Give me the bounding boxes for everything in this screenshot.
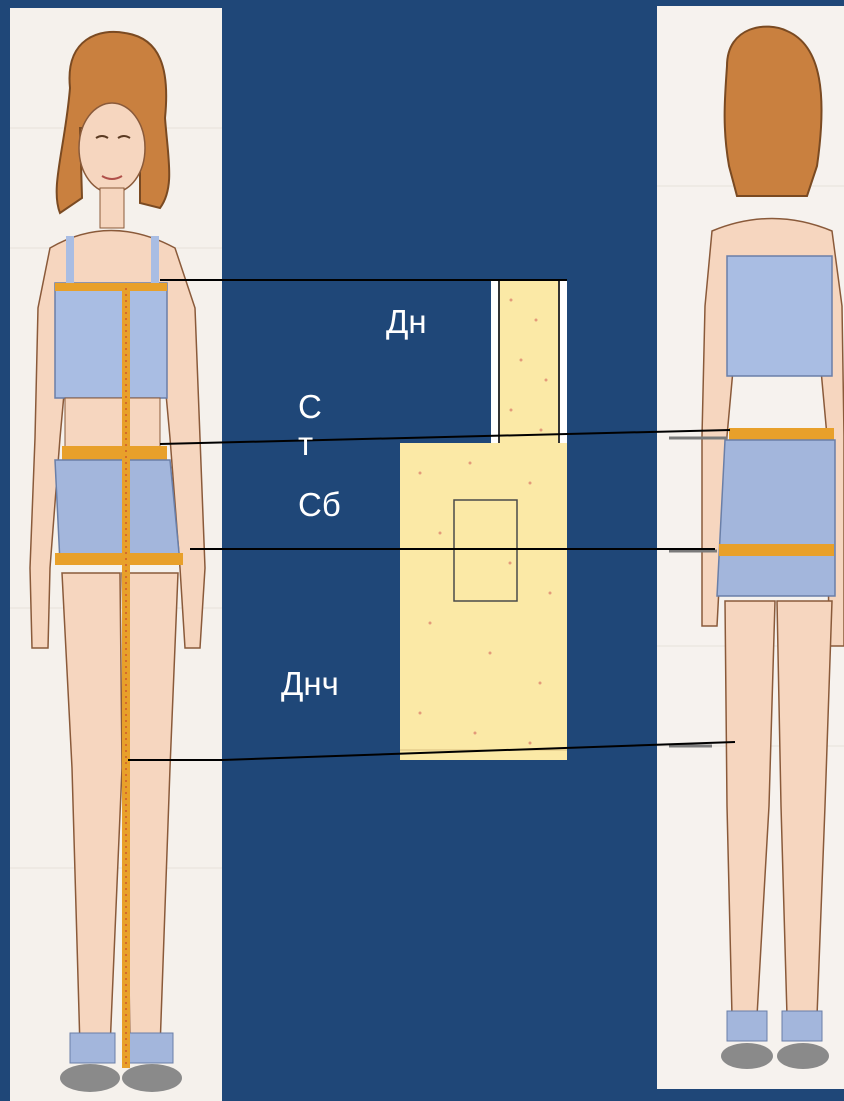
measure-line-st: [160, 430, 730, 444]
pattern-strip-upper-graphic: [491, 280, 567, 444]
back-figure-illustration: [657, 6, 844, 1089]
pattern-strip-lower: [400, 443, 567, 760]
back-view-figure: [657, 6, 844, 1089]
label-dn: Дн: [386, 305, 427, 339]
pattern-strip-lower-graphic: [400, 443, 567, 760]
front-figure-illustration: [10, 8, 222, 1101]
label-sb: Сб: [298, 488, 341, 522]
front-view-figure: [10, 8, 222, 1101]
pattern-strip-upper: [491, 280, 567, 444]
label-dnch: Днч: [281, 667, 339, 701]
label-st: С т: [298, 388, 322, 462]
